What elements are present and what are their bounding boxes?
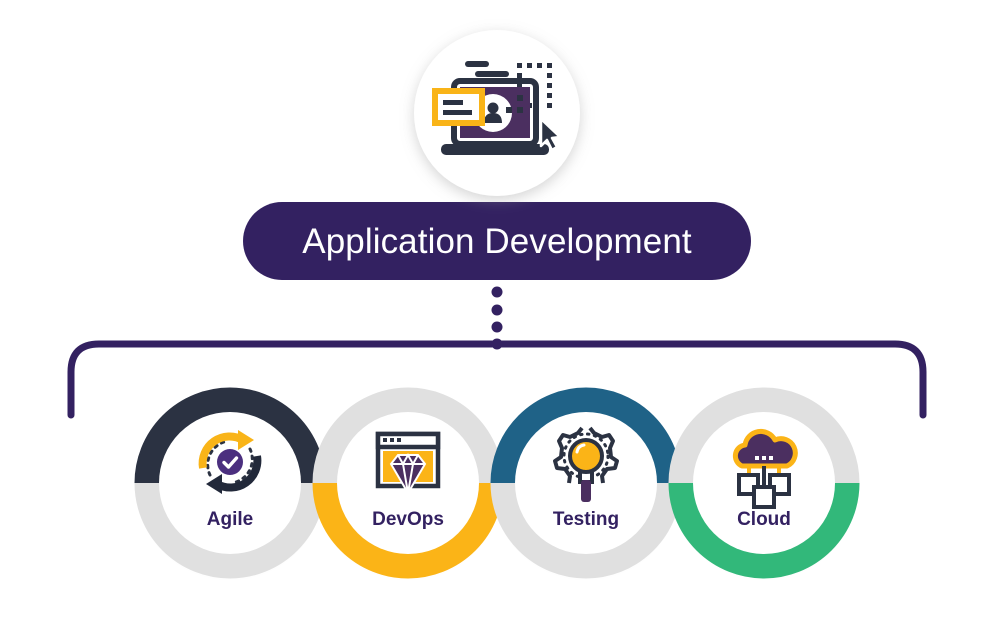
node-label-agile: Agile — [207, 509, 253, 530]
title-banner[interactable] — [243, 202, 751, 280]
node-label-testing: Testing — [553, 509, 619, 530]
node-label-devops: DevOps — [372, 509, 444, 530]
browser-diamond-icon — [375, 431, 441, 495]
top-icon-badge — [414, 30, 580, 196]
cloud-network-icon — [732, 428, 798, 509]
node-testing[interactable]: Testing — [490, 387, 682, 579]
laptop-user-development-icon — [432, 61, 562, 155]
gear-lightbulb-icon — [553, 426, 619, 502]
node-label-cloud: Cloud — [737, 509, 791, 530]
agile-refresh-check-icon — [198, 430, 262, 494]
node-devops[interactable]: DevOps — [312, 387, 504, 579]
node-cloud[interactable]: Cloud — [668, 387, 860, 579]
node-agile[interactable]: Agile — [134, 387, 326, 579]
page-title: Application Development — [302, 222, 692, 261]
dotted-connector — [491, 286, 503, 350]
